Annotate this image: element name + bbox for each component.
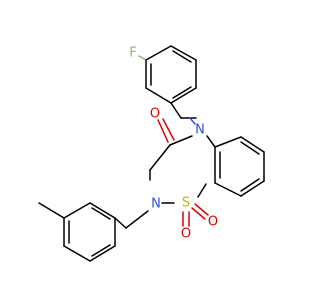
nitrogen-bottom-label: N	[151, 197, 161, 212]
fused-benzene-ring	[214, 136, 265, 197]
oxygen-carbonyl-label: O	[150, 107, 160, 122]
oxygen-sulfonyl-2-label: O	[208, 215, 218, 230]
cf-bond	[138, 55, 147, 61]
thiadiazepine-ring	[149, 135, 216, 204]
sulfur-label: S	[182, 196, 190, 211]
sulfonyl-o2-bond-b	[194, 203, 209, 216]
sulfonyl-o2-bond-a	[191, 207, 206, 220]
molecule-structure: F N O N S O O	[38, 45, 265, 262]
ring-ch2-bond	[170, 102, 182, 119]
fluorine-label: F	[129, 46, 136, 61]
ch2-tolyl-bond	[114, 217, 127, 229]
n-ch2-bond	[125, 210, 149, 229]
methyl-bond	[38, 202, 65, 219]
nitrogen-top-label: N	[195, 123, 205, 138]
carbonyl-bond-1	[157, 119, 169, 143]
tolyl-ring	[63, 202, 116, 262]
fluorophenyl-ring	[145, 45, 197, 104]
carbonyl-bond-2	[162, 118, 175, 141]
oxygen-sulfonyl-1-label: O	[181, 227, 191, 242]
